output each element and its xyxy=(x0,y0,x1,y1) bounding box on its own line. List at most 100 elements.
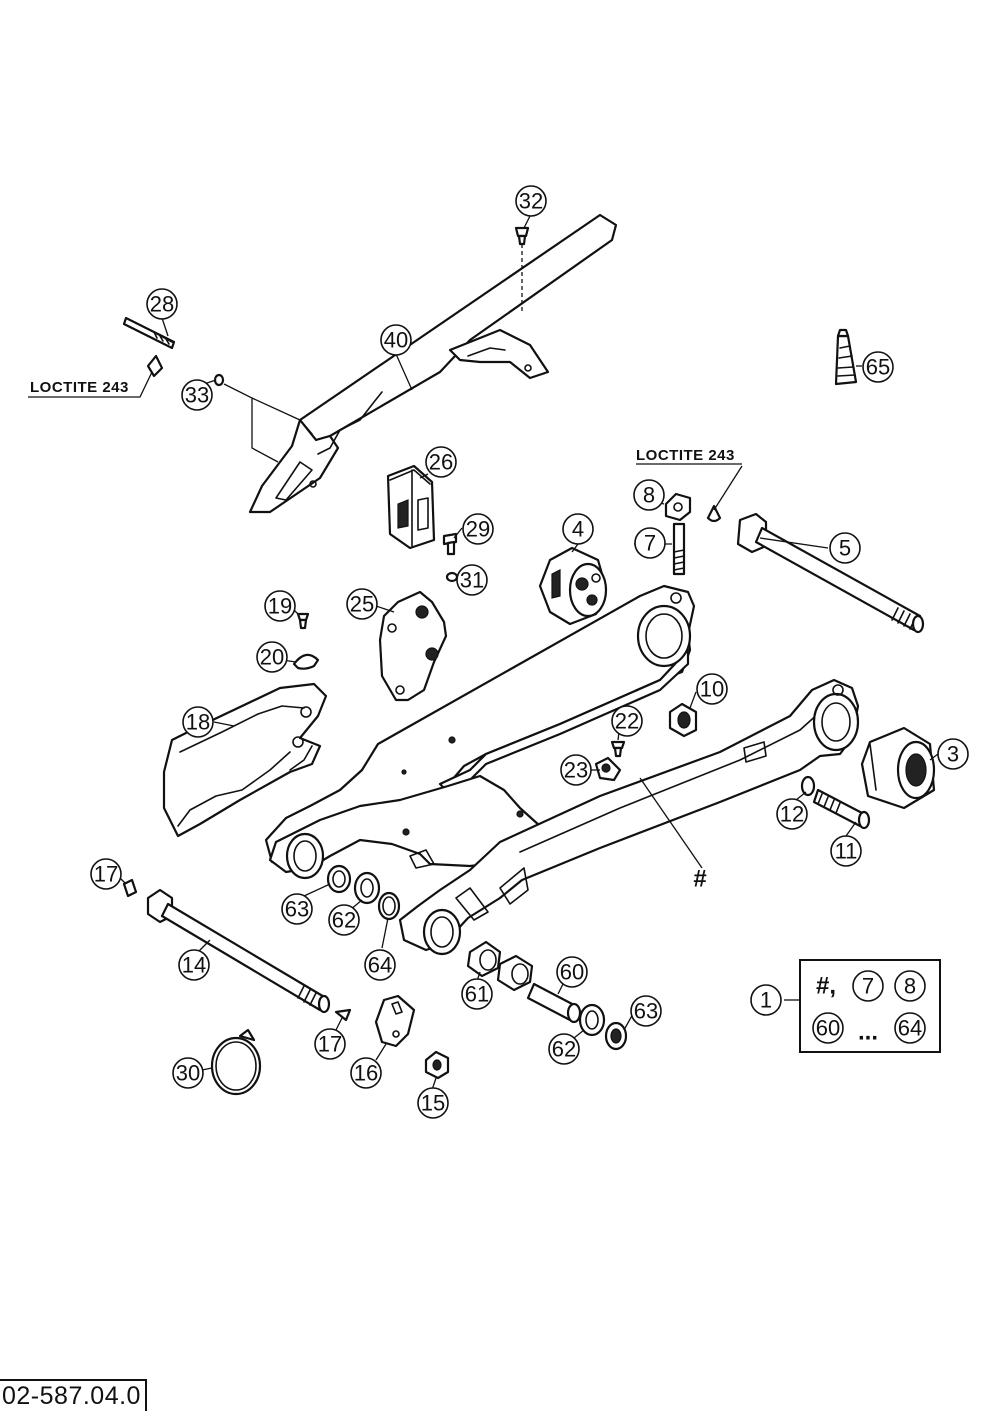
bearing-61b-part xyxy=(496,954,534,992)
screw-32-part xyxy=(514,226,530,246)
callout-62: 62 xyxy=(328,904,360,936)
pivot-shaft-14-part xyxy=(146,888,331,1014)
callout-number: 25 xyxy=(350,592,374,617)
callout-circle xyxy=(633,479,665,511)
bushing-4-part xyxy=(538,546,608,626)
screw-19-part xyxy=(296,612,310,630)
callout-number: 33 xyxy=(185,383,209,408)
callout-number: 1 xyxy=(760,988,772,1013)
callout-circle xyxy=(776,798,808,830)
callout-15: 15 xyxy=(417,1087,449,1119)
callout-32: 32 xyxy=(515,185,547,217)
callout-number: 15 xyxy=(421,1091,445,1116)
swingarm-frame-part xyxy=(264,584,860,956)
callout-11: 11 xyxy=(830,835,862,867)
callout-circle xyxy=(181,379,213,411)
callout-25: 25 xyxy=(346,588,378,620)
callout-circle xyxy=(364,949,396,981)
chain-block-16-part xyxy=(374,994,416,1048)
callout-circle xyxy=(937,738,969,770)
frame-marker: # xyxy=(693,866,706,893)
callout-3: 3 xyxy=(937,738,969,770)
callout-number: 23 xyxy=(564,758,588,783)
loctite-note-right: LOCTITE 243 xyxy=(636,447,735,464)
cap-20-part xyxy=(292,653,320,670)
callout-number: 62 xyxy=(552,1037,576,1062)
callout-circle xyxy=(417,1087,449,1119)
callout-number: 12 xyxy=(780,802,804,827)
callout-circle xyxy=(548,1033,580,1065)
kit-box: #, 7 8 60 ... 64 xyxy=(799,959,941,1053)
bearing-61-part xyxy=(466,940,502,978)
callout-23: 23 xyxy=(560,754,592,786)
kit-box-item-8: 8 xyxy=(904,974,916,999)
callout-18: 18 xyxy=(182,706,214,738)
kit-box-prefix: #, xyxy=(816,973,836,1000)
stud-7-part xyxy=(672,522,686,576)
callout-number: 64 xyxy=(368,953,392,978)
callout-5: 5 xyxy=(829,532,861,564)
callout-33: 33 xyxy=(181,379,213,411)
callout-circle xyxy=(696,673,728,705)
callout-number: 4 xyxy=(572,517,584,542)
clip-23-part xyxy=(594,756,622,782)
seal-63-right-part xyxy=(604,1021,628,1051)
callout-number: 22 xyxy=(615,709,639,734)
callout-number: 14 xyxy=(182,953,206,978)
callout-circle xyxy=(146,288,178,320)
callout-circle xyxy=(172,1057,204,1089)
callout-16: 16 xyxy=(350,1057,382,1089)
callout-61: 61 xyxy=(461,978,493,1010)
grease-tube-part xyxy=(834,328,858,386)
callout-19: 19 xyxy=(264,590,296,622)
callout-number: 20 xyxy=(260,645,284,670)
callout-12: 12 xyxy=(776,798,808,830)
sleeve-60-part xyxy=(526,982,582,1024)
callout-circle xyxy=(456,564,488,596)
callout-circle xyxy=(182,706,214,738)
callout-circle xyxy=(630,995,662,1027)
chain-guard-part xyxy=(248,213,618,514)
callout-10: 10 xyxy=(696,673,728,705)
callout-circle xyxy=(461,978,493,1010)
callout-number: 29 xyxy=(466,517,490,542)
callout-number: 63 xyxy=(634,999,658,1024)
clamp-30-part xyxy=(210,1028,262,1096)
callout-17: 17 xyxy=(90,858,122,890)
callout-number: 60 xyxy=(560,960,584,985)
callout-1: 1 xyxy=(750,984,782,1016)
callout-circle xyxy=(425,446,457,478)
callout-number: 61 xyxy=(465,982,489,1007)
loctite-note-left: LOCTITE 243 xyxy=(30,379,129,396)
ring-64-part xyxy=(377,891,401,921)
seal-63-left-part xyxy=(326,864,352,894)
washer-12-part xyxy=(800,775,816,797)
callout-number: 40 xyxy=(384,328,408,353)
callout-31: 31 xyxy=(456,564,488,596)
nut-15-part xyxy=(424,1050,450,1080)
kit-box-ellipsis: ... xyxy=(858,1019,878,1046)
callout-circle xyxy=(556,956,588,988)
callout-circle xyxy=(611,705,643,737)
callout-number: 28 xyxy=(150,292,174,317)
callout-number: 16 xyxy=(354,1061,378,1086)
callout-62: 62 xyxy=(548,1033,580,1065)
bolt-11-part xyxy=(812,788,871,830)
callout-number: 26 xyxy=(429,450,453,475)
callout-circle xyxy=(515,185,547,217)
callout-circle xyxy=(350,1057,382,1089)
nut-17-bottom-part xyxy=(334,1008,352,1022)
kit-box-item-7: 7 xyxy=(862,974,874,999)
callout-circle xyxy=(750,984,782,1016)
bushing-3-part xyxy=(860,726,936,810)
callout-8: 8 xyxy=(633,479,665,511)
callout-65: 65 xyxy=(862,351,894,383)
callout-number: 5 xyxy=(839,536,851,561)
callout-20: 20 xyxy=(256,641,288,673)
callout-number: 31 xyxy=(460,568,484,593)
loctite-drop-right xyxy=(706,504,722,523)
callout-circle xyxy=(90,858,122,890)
callout-number: 8 xyxy=(643,483,655,508)
callout-60: 60 xyxy=(556,956,588,988)
